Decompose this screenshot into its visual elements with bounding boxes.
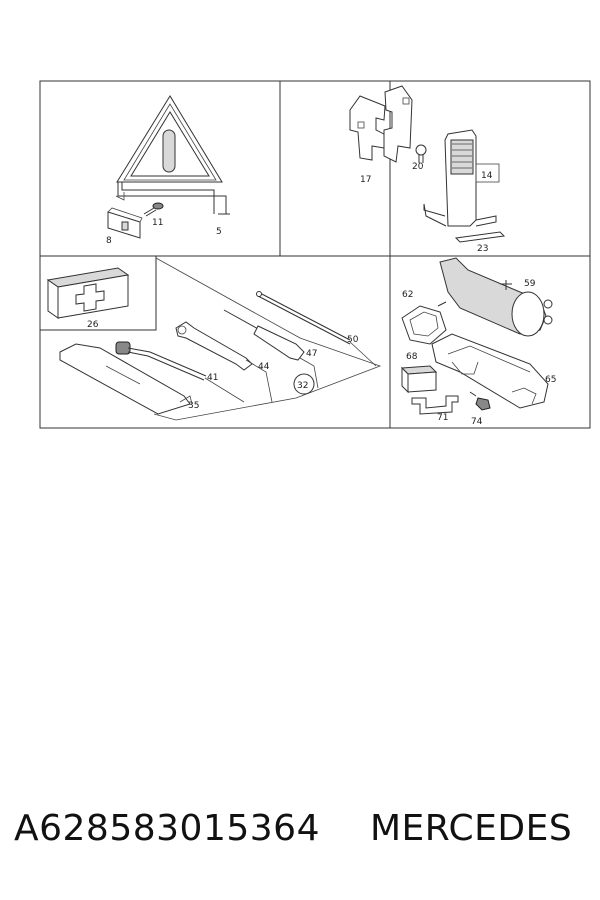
compressor-tank-icon: [439, 257, 553, 337]
clip-icon: [415, 144, 427, 163]
callout-20: 20: [412, 162, 424, 172]
tool-bag-icon: [59, 257, 382, 421]
part-number: A628583015364: [14, 808, 320, 849]
panel-compressor: [389, 255, 591, 429]
callout-23: 23: [477, 244, 488, 254]
callout-62: 62: [402, 290, 413, 300]
first-aid-kit-icon: [46, 267, 130, 319]
callout-8: 8: [106, 236, 112, 246]
callout-50: 50: [347, 335, 359, 345]
callout-26: 26: [87, 320, 99, 330]
callout-59: 59: [524, 279, 536, 289]
callout-68: 68: [406, 352, 418, 362]
panel-holder: [279, 80, 591, 257]
holder-stand-icon: [423, 129, 497, 227]
callout-14: 14: [481, 171, 493, 181]
screwdriver-icon: [223, 309, 319, 389]
callout-65: 65: [545, 375, 556, 385]
callout-41: 41: [207, 373, 218, 383]
rod-icon: [256, 291, 377, 367]
callout-5: 5: [216, 227, 222, 237]
compressor-tray-icon: [431, 333, 549, 409]
callout-47: 47: [306, 349, 317, 359]
highlight-box-14: [475, 163, 500, 183]
spanner-icon: [175, 321, 273, 403]
wheel-wrench-icon: [115, 341, 245, 403]
callout-35: 35: [188, 401, 199, 411]
footer: A628583015364 MERCEDES: [0, 800, 600, 860]
callout-44: 44: [258, 362, 270, 372]
relay-box-icon: [400, 365, 438, 394]
bracket-icon: [107, 207, 143, 239]
callout-71: 71: [437, 413, 448, 423]
callout-11: 11: [152, 218, 163, 228]
screw-icon: [143, 202, 164, 217]
clamp-icon: [401, 301, 447, 345]
callout-17: 17: [360, 175, 371, 185]
callout-32: 32: [297, 381, 308, 391]
bolt-icon: [469, 391, 491, 411]
holder-plate-icon: [349, 85, 413, 163]
panel-first-aid: [39, 255, 157, 331]
callout-74: 74: [471, 417, 483, 427]
mount-bracket-icon: [411, 395, 459, 415]
brand-name: MERCEDES: [370, 808, 573, 849]
bar-icon: [454, 231, 506, 243]
callout-32-circle: [293, 373, 315, 395]
panel-warning-triangle: [39, 80, 391, 257]
warning-triangle-icon: [115, 95, 230, 215]
